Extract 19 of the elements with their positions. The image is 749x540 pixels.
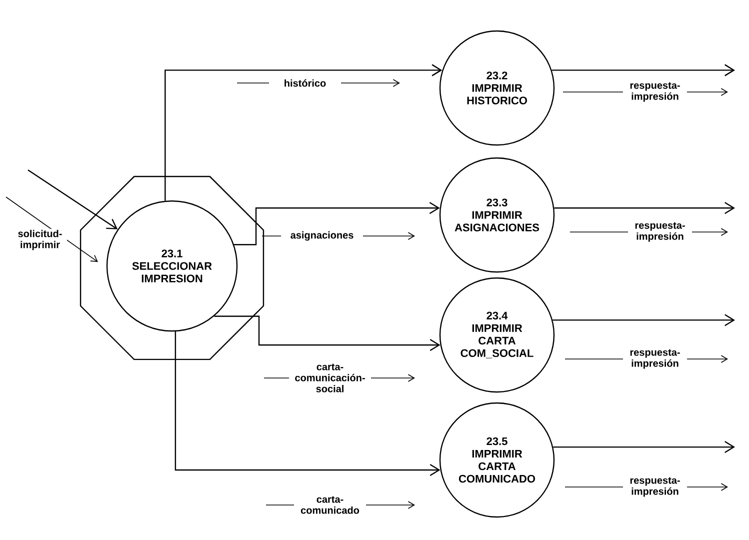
edge-label: asignaciones	[281, 230, 363, 242]
edge-label: respuesta-impresión	[628, 221, 692, 243]
arrow	[214, 316, 440, 351]
arrow	[552, 64, 735, 76]
process-octagon	[80, 176, 264, 360]
arrow	[554, 202, 735, 214]
edge-label: carta-comunicado	[294, 495, 366, 515]
edge-label: respuesta-impresión	[623, 81, 687, 103]
edge-label: respuesta-impresión	[623, 476, 687, 498]
edge-label: respuesta-impresión	[623, 348, 687, 370]
arrow	[174, 332, 440, 476]
arrow	[553, 441, 735, 454]
arrow	[552, 314, 735, 326]
edge-label: solicitud-imprimir	[13, 228, 67, 252]
arrow	[164, 64, 442, 201]
arrow	[234, 202, 440, 246]
arrow	[28, 170, 118, 230]
edge-label: histórico	[269, 78, 341, 88]
edge-label: carta-comunicación-social	[289, 362, 371, 394]
